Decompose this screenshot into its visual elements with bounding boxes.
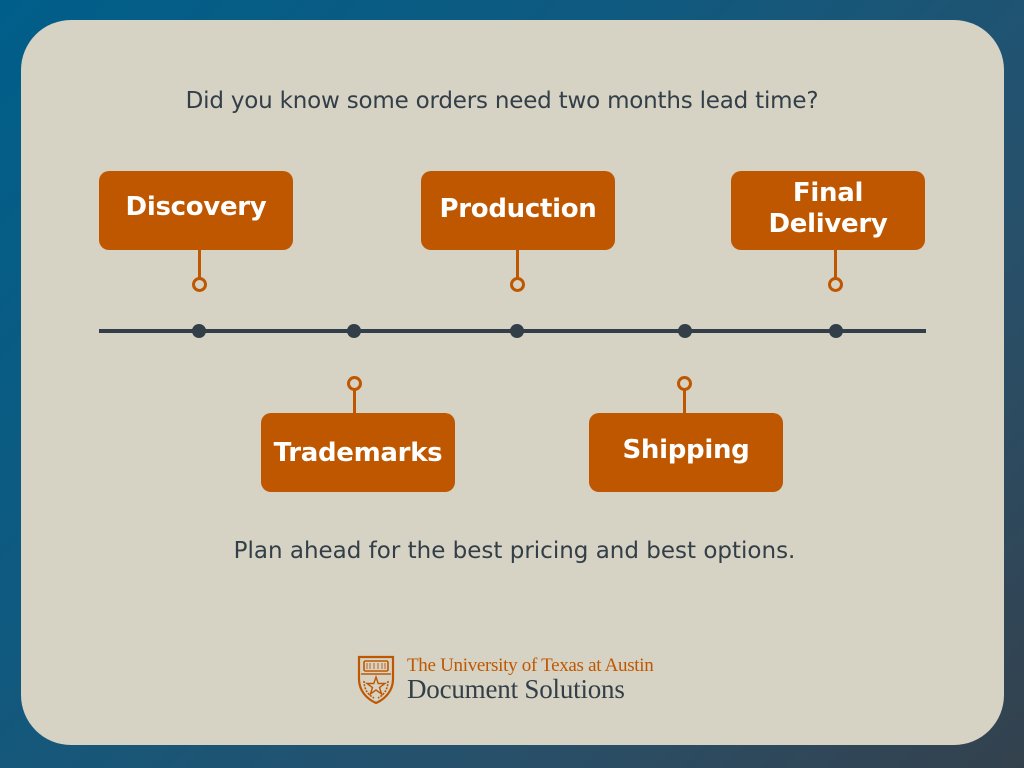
stage-box-trademarks: Trademarks bbox=[261, 413, 455, 492]
timeline-dot-production bbox=[510, 324, 524, 338]
stage-label: Production bbox=[439, 194, 597, 224]
stage-label: Trademarks bbox=[273, 438, 443, 468]
stage-box-discovery: Discovery bbox=[99, 171, 293, 250]
timeline-dot-trademarks bbox=[347, 324, 361, 338]
connector-stem bbox=[516, 250, 519, 278]
connector-ring-icon bbox=[347, 376, 362, 391]
timeline-dot-shipping bbox=[678, 324, 692, 338]
stage-box-production: Production bbox=[421, 171, 615, 250]
logo-university-name: The University of Texas at Austin bbox=[407, 655, 654, 676]
logo-department-name: Document Solutions bbox=[407, 674, 625, 704]
headline-text: Did you know some orders need two months… bbox=[185, 88, 819, 114]
stage-label: Discovery bbox=[125, 192, 267, 222]
timeline-dot-final-delivery bbox=[829, 324, 843, 338]
connector-ring-icon bbox=[192, 277, 207, 292]
ut-document-solutions-logo: The University of Texas at Austin Docume… bbox=[357, 655, 677, 707]
stage-box-final-delivery: Final Delivery bbox=[731, 171, 925, 250]
connector-stem bbox=[683, 390, 686, 414]
connector-stem bbox=[834, 250, 837, 278]
headline: Did you know some orders need two months… bbox=[0, 88, 1024, 114]
ut-shield-icon bbox=[357, 655, 395, 705]
connector-stem bbox=[198, 250, 201, 278]
connector-ring-icon bbox=[828, 277, 843, 292]
connector-stem bbox=[353, 390, 356, 414]
connector-ring-icon bbox=[510, 277, 525, 292]
infographic-card bbox=[21, 20, 1004, 745]
stage-label: Final Delivery bbox=[768, 177, 888, 239]
connector-ring-icon bbox=[677, 376, 692, 391]
timeline-dot-discovery bbox=[192, 324, 206, 338]
stage-box-shipping: Shipping bbox=[589, 413, 783, 492]
footer-text-content: Plan ahead for the best pricing and best… bbox=[233, 538, 796, 564]
stage-label: Shipping bbox=[622, 435, 750, 465]
footer-text: Plan ahead for the best pricing and best… bbox=[0, 538, 1024, 564]
